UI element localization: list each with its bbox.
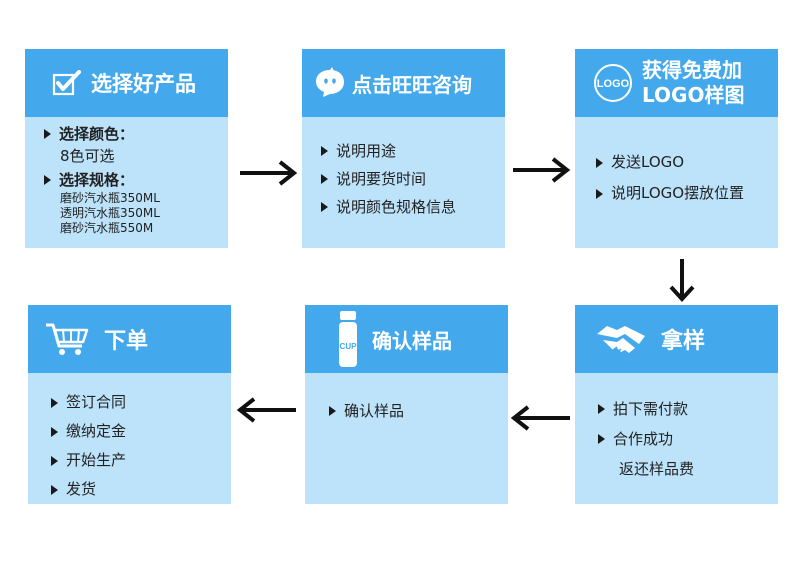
- group-heading: 选择规格：: [59, 171, 135, 189]
- group-line: 透明汽水瓶350ML: [60, 206, 160, 220]
- handshake-icon: [595, 320, 647, 358]
- list-item-extra: 返还样品费: [619, 460, 695, 478]
- step-card-get-sample: 拿样 拍下需付款 合作成功 返还样品费: [575, 305, 778, 504]
- step-card-order: 下单 签订合同 缴纳定金 开始生产 发货: [28, 305, 231, 504]
- list-item: 拍下需付款: [598, 394, 778, 424]
- step-header: 点击旺旺咨询: [302, 49, 505, 117]
- list-item-text: 确认样品: [344, 402, 405, 420]
- down-arrow-icon: [669, 259, 695, 302]
- step-title: 确认样品: [372, 328, 452, 353]
- list-item: 发送LOGO: [596, 147, 778, 178]
- step-title: 下单: [104, 329, 149, 354]
- triangle-bullet-icon: [598, 434, 605, 444]
- step-body: 发送LOGO 说明LOGO摆放位置: [575, 117, 778, 248]
- list-item-text: 合作成功: [613, 430, 674, 448]
- shopping-cart-icon: [44, 320, 90, 358]
- list-item: 签订合同: [51, 388, 231, 417]
- left-arrow-icon: [236, 397, 296, 423]
- step-title: 选择好产品: [91, 72, 196, 96]
- list-item: 合作成功: [598, 424, 778, 454]
- triangle-bullet-icon: [51, 397, 58, 408]
- logo-badge-icon: LOGO: [592, 62, 634, 104]
- group-line: 磨砂汽水瓶350ML: [60, 191, 160, 205]
- triangle-bullet-icon: [51, 484, 58, 495]
- triangle-bullet-icon: [44, 129, 51, 139]
- triangle-bullet-icon: [596, 188, 603, 199]
- triangle-bullet-icon: [321, 202, 328, 212]
- step-card-confirm-sample: CUP 确认样品 确认样品: [305, 305, 508, 504]
- list-item-text: 发送LOGO: [611, 153, 685, 171]
- step-body: 签订合同 缴纳定金 开始生产 发货: [28, 373, 231, 504]
- list-item: 说明颜色规格信息: [321, 193, 505, 221]
- step-body: 拍下需付款 合作成功 返还样品费: [575, 373, 778, 504]
- cup-bottle-icon: CUP: [336, 309, 360, 369]
- list-item: 说明要货时间: [321, 165, 505, 193]
- step-body: 选择颜色： 8色可选 选择规格： 磨砂汽水瓶350ML 透明汽水瓶350ML 磨…: [25, 117, 228, 248]
- step-title: 拿样: [661, 329, 706, 354]
- list-item: 确认样品: [329, 397, 508, 425]
- list-item: 选择颜色：: [44, 123, 228, 145]
- list-item-text: 缴纳定金: [66, 422, 127, 440]
- list-item: 选择规格：: [44, 169, 228, 191]
- group-line: 磨砂汽水瓶550M: [60, 221, 154, 235]
- triangle-bullet-icon: [321, 146, 328, 156]
- step-header: LOGO 获得免费加 LOGO样图: [575, 49, 778, 117]
- list-item-text: 签订合同: [66, 393, 127, 411]
- left-arrow-icon: [510, 405, 570, 431]
- list-item-text: 拍下需付款: [613, 400, 689, 418]
- triangle-bullet-icon: [321, 174, 328, 184]
- step-title: 点击旺旺咨询: [352, 72, 472, 97]
- step-body: 确认样品: [305, 373, 508, 504]
- step-header: 下单: [28, 305, 231, 373]
- list-item-text: 说明LOGO摆放位置: [611, 184, 745, 202]
- list-item: 说明用途: [321, 137, 505, 165]
- group-heading: 选择颜色：: [59, 125, 135, 143]
- list-item-text: 开始生产: [66, 451, 127, 469]
- list-item-text: 说明要货时间: [336, 170, 427, 188]
- list-item-text: 说明颜色规格信息: [336, 198, 457, 216]
- right-arrow-icon: [513, 157, 571, 183]
- step-header: 选择好产品: [25, 49, 228, 117]
- wangwang-icon: [310, 67, 350, 99]
- logo-badge-text: LOGO: [597, 78, 630, 90]
- triangle-bullet-icon: [44, 175, 51, 185]
- step-card-logo-sample: LOGO 获得免费加 LOGO样图 发送LOGO 说明LOGO摆放位置: [575, 49, 778, 248]
- list-item: 说明LOGO摆放位置: [596, 178, 778, 209]
- triangle-bullet-icon: [51, 455, 58, 466]
- list-item: 缴纳定金: [51, 417, 231, 446]
- step-body: 说明用途 说明要货时间 说明颜色规格信息: [302, 117, 505, 248]
- list-item-text: 发货: [66, 480, 97, 498]
- step-title-line1: 获得免费加: [642, 58, 742, 82]
- cup-text: CUP: [340, 342, 358, 351]
- group-line: 8色可选: [60, 147, 115, 165]
- triangle-bullet-icon: [329, 406, 336, 416]
- step-title-line2: LOGO样图: [642, 83, 745, 107]
- step-card-wangwang: 点击旺旺咨询 说明用途 说明要货时间 说明颜色规格信息: [302, 49, 505, 248]
- step-header: 拿样: [575, 305, 778, 373]
- triangle-bullet-icon: [596, 157, 603, 168]
- checkbox-icon: [47, 70, 87, 96]
- step-header: CUP 确认样品: [305, 305, 508, 373]
- list-item: 发货: [51, 475, 231, 504]
- right-arrow-icon: [240, 160, 298, 186]
- step-card-select-product: 选择好产品 选择颜色： 8色可选 选择规格： 磨砂汽水瓶350ML 透明汽水瓶3…: [25, 49, 228, 248]
- triangle-bullet-icon: [51, 426, 58, 437]
- list-item-text: 说明用途: [336, 142, 397, 160]
- list-item: 开始生产: [51, 446, 231, 475]
- triangle-bullet-icon: [598, 404, 605, 414]
